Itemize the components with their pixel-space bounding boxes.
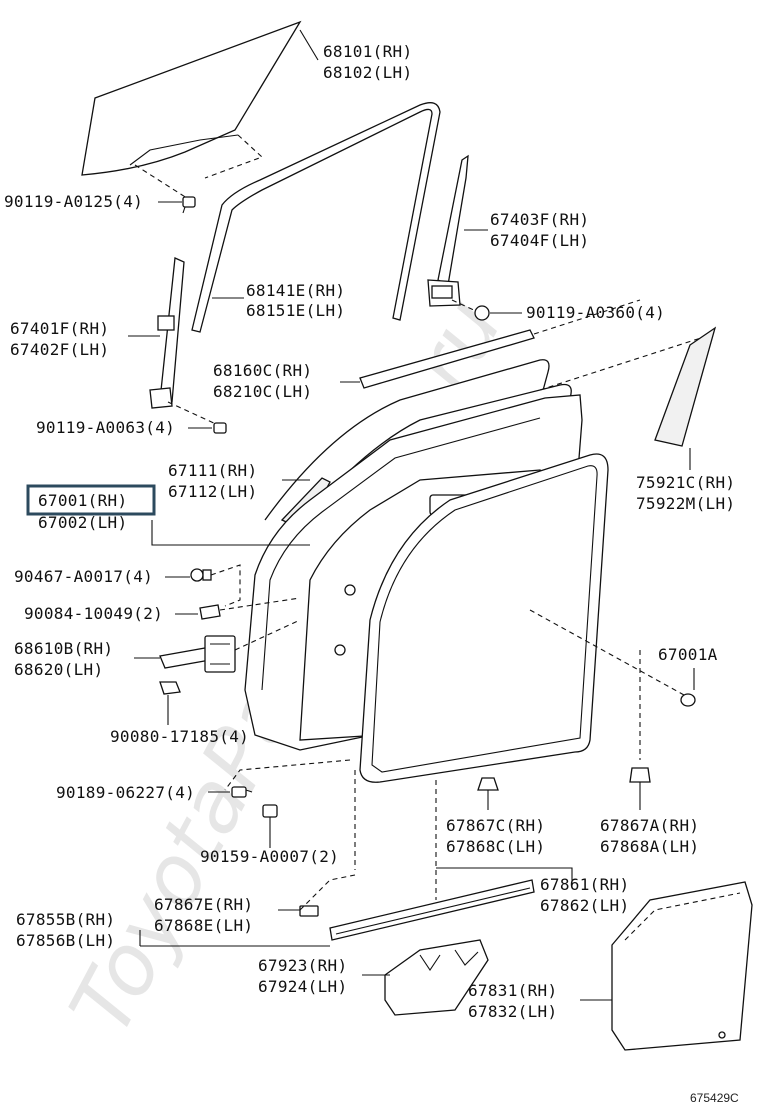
label-90084-10049[interactable]: 90084-10049(2) (24, 604, 163, 623)
armrest-67923[interactable] (384, 939, 489, 1016)
door-weatherstrip-67861[interactable] (359, 453, 609, 783)
leader-67001 (151, 520, 310, 546)
label-90119-a0063[interactable]: 90119-A0063(4) (36, 418, 175, 437)
label-90467-a0017[interactable]: 90467-A0017(4) (14, 567, 153, 586)
label-67867e[interactable]: 67867E(RH) (154, 895, 253, 914)
door-glass[interactable] (81, 20, 302, 179)
nut-90080-17185[interactable] (159, 681, 181, 725)
clip-67867a[interactable] (629, 650, 651, 810)
highlight-box-67001 (26, 484, 156, 516)
label-67856b[interactable]: 67856B(LH) (16, 931, 115, 950)
label-90159-a0007[interactable]: 90159-A0007(2) (200, 847, 339, 866)
label-68620[interactable]: 68620(LH) (14, 660, 103, 679)
service-cover-67831[interactable] (611, 881, 753, 1051)
leader-68101 (299, 29, 319, 61)
division-bar-67403f[interactable] (427, 154, 469, 307)
clip-67867c[interactable] (477, 777, 499, 810)
diagram-reference: 675429C (690, 1091, 739, 1105)
label-67111[interactable]: 67111(RH) (168, 461, 257, 480)
label-67001a[interactable]: 67001A (658, 645, 718, 664)
label-67923[interactable]: 67923(RH) (258, 956, 347, 975)
label-67002[interactable]: 67002(LH) (38, 513, 127, 532)
label-68102[interactable]: 68102(LH) (323, 63, 412, 82)
label-68101[interactable]: 68101(RH) (323, 42, 412, 61)
label-67001[interactable]: 67001(RH) (38, 491, 127, 510)
label-67112[interactable]: 67112(LH) (168, 482, 257, 501)
label-68610b[interactable]: 68610B(RH) (14, 639, 113, 658)
label-67867c[interactable]: 67867C(RH) (446, 816, 545, 835)
label-67404f[interactable]: 67404F(LH) (490, 231, 589, 250)
belt-moulding-68160c[interactable] (359, 299, 641, 389)
division-bar-67401f[interactable] (149, 257, 185, 409)
label-68151e[interactable]: 68151E(LH) (246, 301, 345, 320)
label-68160c[interactable]: 68160C(RH) (213, 361, 312, 380)
door-check-68610b[interactable] (159, 619, 301, 673)
label-67403f[interactable]: 67403F(RH) (490, 210, 589, 229)
clip-67867e[interactable] (299, 874, 356, 917)
label-75921c[interactable]: 75921C(RH) (636, 473, 735, 492)
label-67868c[interactable]: 67868C(LH) (446, 837, 545, 856)
leader-67861 (436, 867, 573, 885)
rocker-moulding-67855b[interactable] (329, 879, 535, 941)
bolt-90159-a0007[interactable] (262, 804, 278, 848)
label-67855b[interactable]: 67855B(RH) (16, 910, 115, 929)
label-67832[interactable]: 67832(LH) (468, 1002, 557, 1021)
label-67924[interactable]: 67924(LH) (258, 977, 347, 996)
bolt-90189-06227[interactable] (231, 786, 253, 798)
label-67868e[interactable]: 67868E(LH) (154, 916, 253, 935)
grommet-67001a[interactable] (529, 609, 696, 707)
label-90119-a0360[interactable]: 90119-A0360(4) (526, 303, 665, 322)
label-67867a[interactable]: 67867A(RH) (600, 816, 699, 835)
label-90119-a0125[interactable]: 90119-A0125(4) (4, 192, 143, 211)
pillar-garnish-75921c[interactable] (654, 326, 717, 447)
label-67831[interactable]: 67831(RH) (468, 981, 557, 1000)
label-67401f[interactable]: 67401F(RH) (10, 319, 109, 338)
label-90080-17185[interactable]: 90080-17185(4) (110, 727, 249, 746)
label-67402f[interactable]: 67402F(LH) (10, 340, 109, 359)
label-67861[interactable]: 67861(RH) (540, 875, 629, 894)
leader-67855b (139, 930, 330, 947)
label-90189-06227[interactable]: 90189-06227(4) (56, 783, 195, 802)
label-68210c[interactable]: 68210C(LH) (213, 382, 312, 401)
bolt-90119-a0063[interactable] (167, 401, 227, 434)
bolt-90119-a0125[interactable] (134, 164, 196, 214)
dash-lower-bolts (224, 759, 351, 791)
bolt-90467-a0017[interactable] (190, 564, 241, 607)
bolt-90084-10049[interactable] (199, 597, 301, 620)
label-67862[interactable]: 67862(LH) (540, 896, 629, 915)
label-67868a[interactable]: 67868A(LH) (600, 837, 699, 856)
label-68141e[interactable]: 68141E(RH) (246, 281, 345, 300)
bolt-90119-a0360[interactable] (451, 299, 490, 321)
label-75922m[interactable]: 75922M(LH) (636, 494, 735, 513)
run-channel-68141e[interactable] (191, 102, 441, 333)
